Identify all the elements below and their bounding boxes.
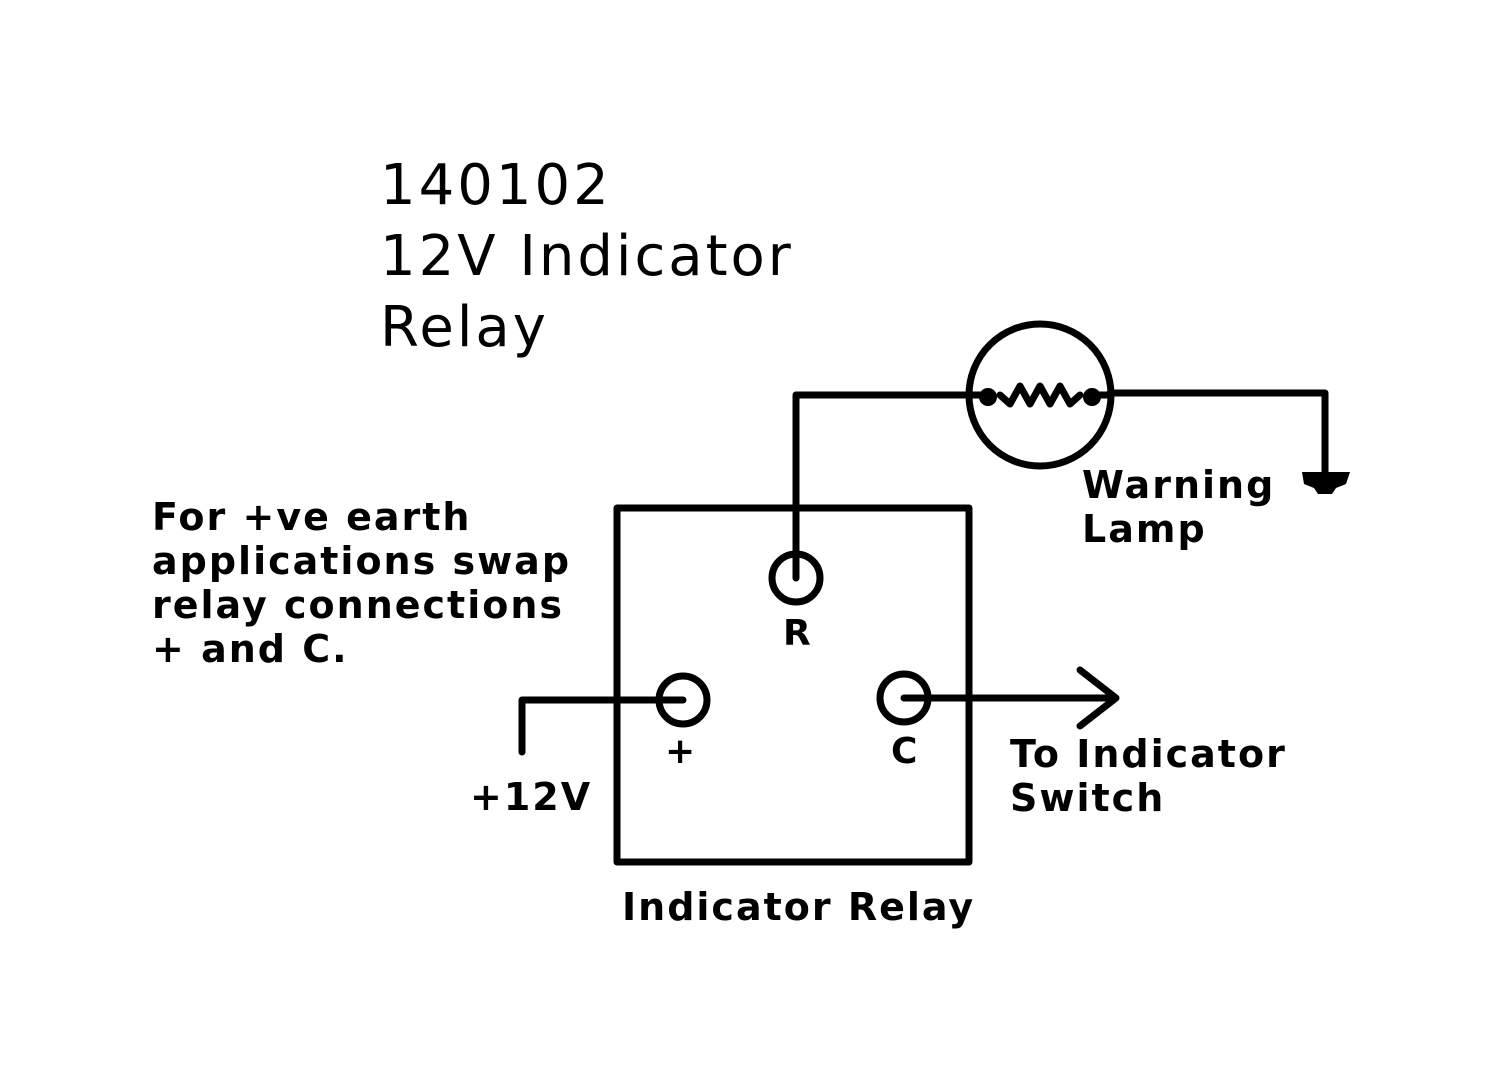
warning-lamp-label: Warning Lamp <box>1082 466 1275 554</box>
note-line: relay connections <box>152 583 565 627</box>
ground-icon <box>1302 472 1350 494</box>
note-line: + and C. <box>152 627 349 671</box>
note-line: applications swap <box>152 539 572 583</box>
terminal-r-label: R <box>783 613 811 654</box>
title-line-3: Relay <box>380 295 549 360</box>
supply-label: +12V <box>470 775 593 819</box>
lamp-label-line-1: Warning <box>1082 463 1276 507</box>
lamp-contact-left <box>979 388 997 406</box>
wire-lamp-to-ground <box>1106 389 1329 479</box>
title-line-2: 12V Indicator <box>380 224 794 289</box>
wire-r-to-lamp <box>792 391 974 582</box>
note-line: For +ve earth <box>152 495 472 539</box>
diagram-title: 140102 12V Indicator Relay <box>380 158 794 371</box>
output-label-line-2: Switch <box>1010 776 1166 820</box>
lamp-contact-right <box>1083 388 1101 406</box>
part-number: 140102 <box>380 153 612 218</box>
relay-label: Indicator Relay <box>622 885 976 929</box>
terminal-c-label: C <box>891 731 918 772</box>
earth-note: For +ve earth applications swap relay co… <box>152 498 571 674</box>
output-label-line-1: To Indicator <box>1010 732 1287 776</box>
lamp-label-line-2: Lamp <box>1082 507 1207 551</box>
output-arrow-icon <box>1076 666 1120 730</box>
output-label: To Indicator Switch <box>1010 735 1287 823</box>
wire-supply <box>518 696 687 756</box>
terminal-plus-label: + <box>665 731 696 772</box>
